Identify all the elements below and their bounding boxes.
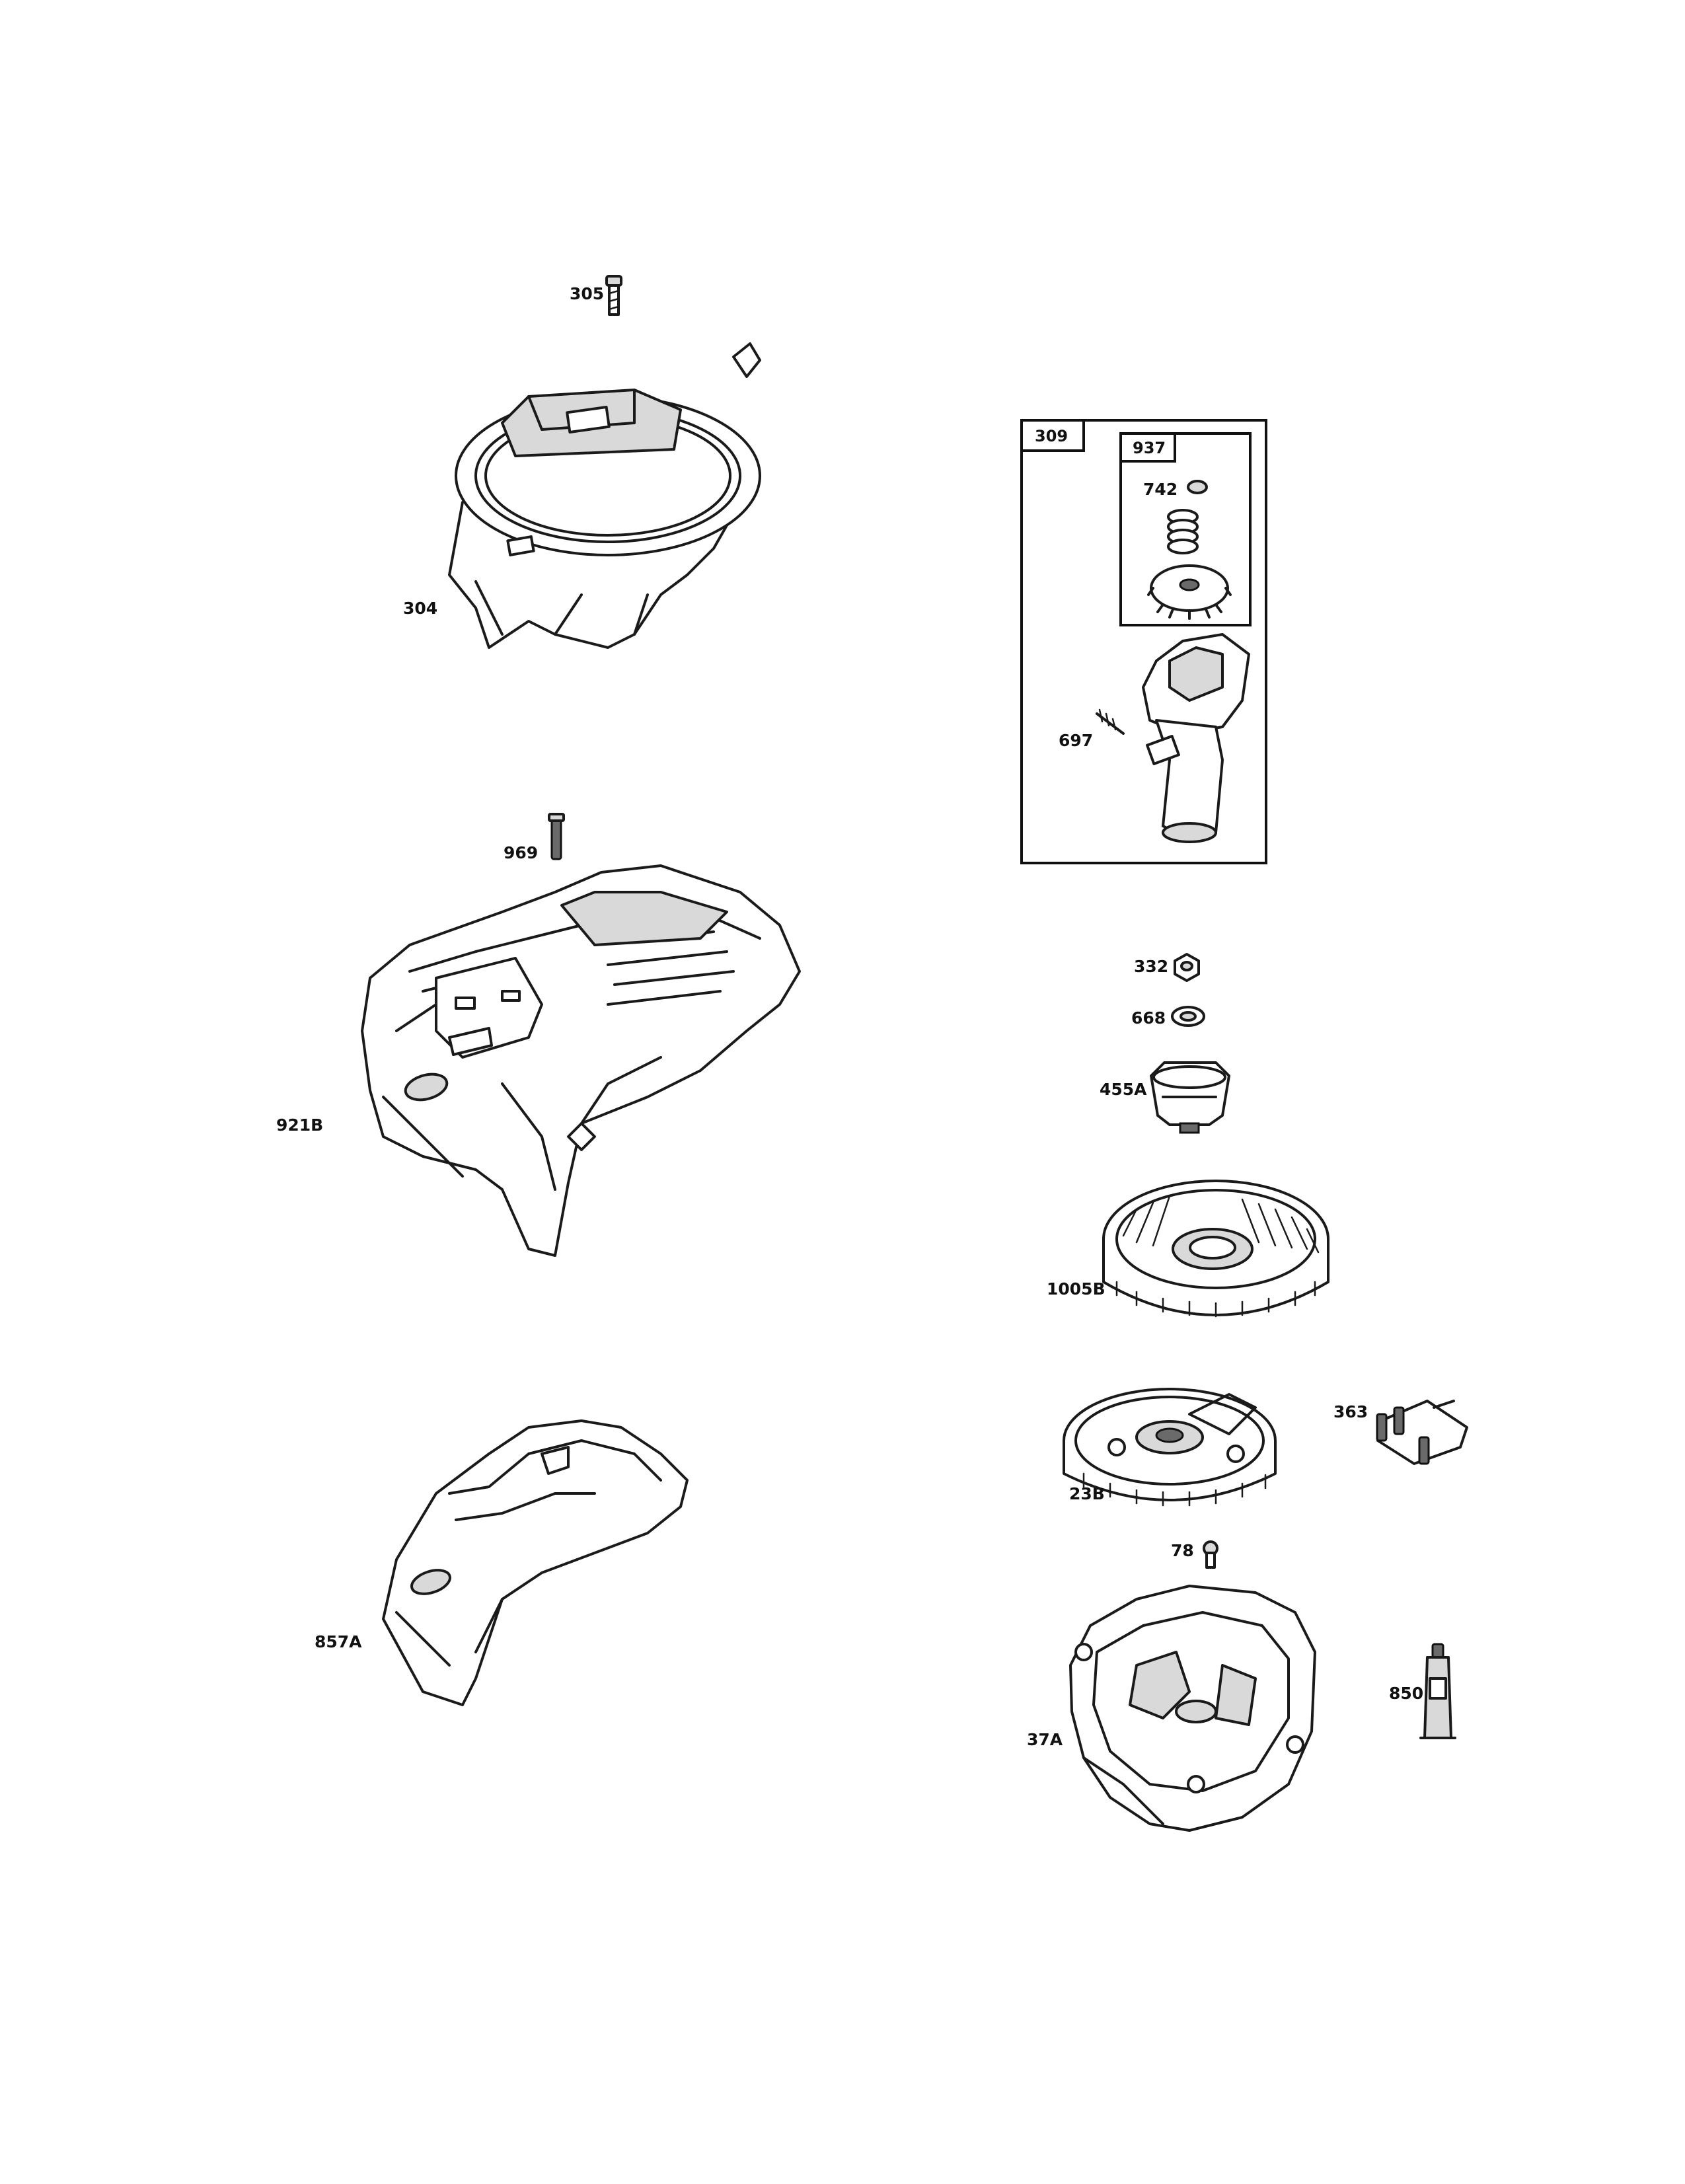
callout-1005B: 1005B [1047, 1279, 1105, 1299]
callout-309: 309 [1035, 427, 1068, 445]
callout-37A: 37A [1027, 1730, 1063, 1749]
callout-742: 742 [1143, 480, 1178, 499]
callout-455A: 455A [1100, 1080, 1147, 1099]
part-305-screw [605, 275, 622, 316]
callout-921B: 921B [276, 1115, 324, 1135]
callout-668: 668 [1131, 1008, 1166, 1028]
callout-697: 697 [1059, 731, 1094, 750]
part-1005B-flywheel [1102, 1180, 1329, 1318]
callout-850: 850 [1389, 1684, 1424, 1703]
callout-363: 363 [1333, 1402, 1368, 1421]
callout-332: 332 [1134, 957, 1169, 976]
callout-969: 969 [504, 843, 539, 862]
callout-937: 937 [1133, 439, 1166, 457]
part-363-bracket [1376, 1400, 1468, 1465]
part-857A-cover [382, 1419, 689, 1706]
callout-78: 78 [1171, 1541, 1194, 1560]
callout-23B: 23B [1069, 1484, 1105, 1503]
part-455A-cup [1150, 1061, 1230, 1134]
part-23B-alternator [1063, 1388, 1277, 1507]
part-309-starter-box [1020, 419, 1267, 864]
part-921B-engine-cover [361, 864, 801, 1257]
part-332-nut [1174, 953, 1200, 982]
part-850-tube [1419, 1643, 1456, 1739]
part-304-blower-housing [448, 342, 761, 649]
callout-304: 304 [403, 599, 438, 618]
part-668-washer [1171, 1006, 1205, 1027]
part-78-screw [1203, 1540, 1218, 1569]
part-969-bolt [548, 813, 565, 860]
callout-857A: 857A [315, 1632, 362, 1651]
part-37A-housing [1069, 1585, 1316, 1832]
callout-305: 305 [570, 284, 605, 303]
